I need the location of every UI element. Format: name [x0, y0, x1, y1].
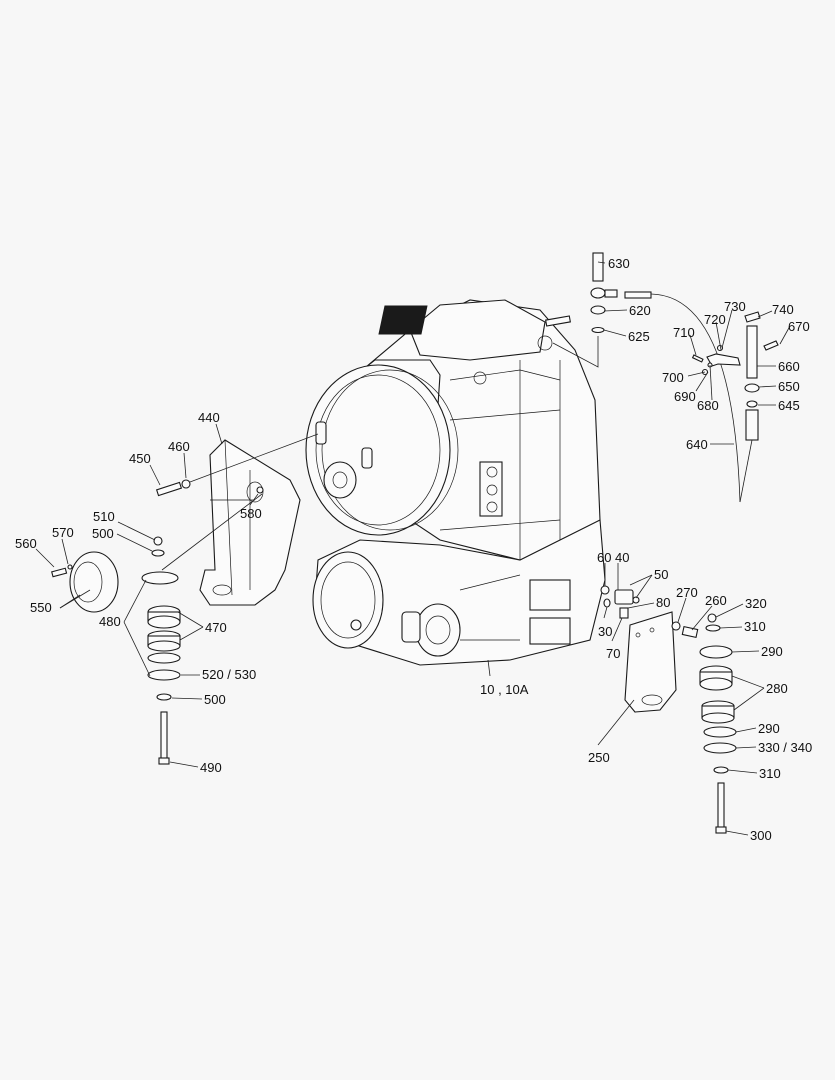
part-label-440: 440	[198, 410, 220, 425]
part-label-60: 60	[597, 550, 612, 565]
part-label-730: 730	[724, 299, 746, 314]
bolt-450	[155, 479, 191, 497]
bracket-700	[691, 344, 741, 376]
part-label-10-10a: 10 , 10A	[480, 682, 529, 697]
part-label-310-lower: 310	[759, 766, 781, 781]
mount-stack-left	[141, 571, 181, 765]
leader-lines	[35, 261, 791, 836]
part-label-620: 620	[629, 303, 651, 318]
part-label-290-lower: 290	[758, 721, 780, 736]
part-label-50: 50	[654, 567, 669, 582]
part-label-500-upper: 500	[92, 526, 114, 541]
part-label-650: 650	[778, 379, 800, 394]
mount-stack-right	[699, 613, 737, 834]
part-label-330-340: 330 / 340	[758, 740, 813, 755]
part-label-470: 470	[205, 620, 227, 635]
part-label-510: 510	[93, 509, 115, 524]
part-label-260: 260	[705, 593, 727, 608]
part-label-625: 625	[628, 329, 650, 344]
part-label-280: 280	[766, 681, 788, 696]
part-label-670: 670	[788, 319, 810, 334]
part-label-70: 70	[606, 646, 621, 661]
part-label-80: 80	[656, 595, 671, 610]
part-label-500-lower: 500	[204, 692, 226, 707]
part-label-630: 630	[608, 256, 630, 271]
left-mount-bracket	[199, 439, 301, 606]
part-label-40: 40	[615, 550, 630, 565]
part-label-480: 480	[99, 614, 121, 629]
part-label-270: 270	[676, 585, 698, 600]
part-label-720: 720	[704, 312, 726, 327]
part-label-645: 645	[778, 398, 800, 413]
part-label-580: 580	[240, 506, 262, 521]
part-label-700: 700	[662, 370, 684, 385]
part-label-30: 30	[598, 624, 613, 639]
part-label-680: 680	[697, 398, 719, 413]
part-label-460: 460	[168, 439, 190, 454]
part-label-640: 640	[686, 437, 708, 452]
part-label-300: 300	[750, 828, 772, 843]
sensor-630	[545, 252, 741, 503]
dipstick-tube	[739, 311, 779, 503]
transmission-housing	[305, 299, 606, 666]
part-label-310-upper: 310	[744, 619, 766, 634]
part-label-550: 550	[30, 600, 52, 615]
collar-550	[69, 551, 119, 613]
part-label-490: 490	[200, 760, 222, 775]
part-label-690: 690	[674, 389, 696, 404]
right-mount-bracket	[624, 611, 677, 713]
part-label-320: 320	[745, 596, 767, 611]
part-label-250: 250	[588, 750, 610, 765]
part-label-450: 450	[129, 451, 151, 466]
part-label-570: 570	[52, 525, 74, 540]
part-label-290-upper: 290	[761, 644, 783, 659]
part-label-660: 660	[778, 359, 800, 374]
part-label-560: 560	[15, 536, 37, 551]
part-label-710: 710	[673, 325, 695, 340]
part-label-740: 740	[772, 302, 794, 317]
part-label-520-530: 520 / 530	[202, 667, 257, 682]
